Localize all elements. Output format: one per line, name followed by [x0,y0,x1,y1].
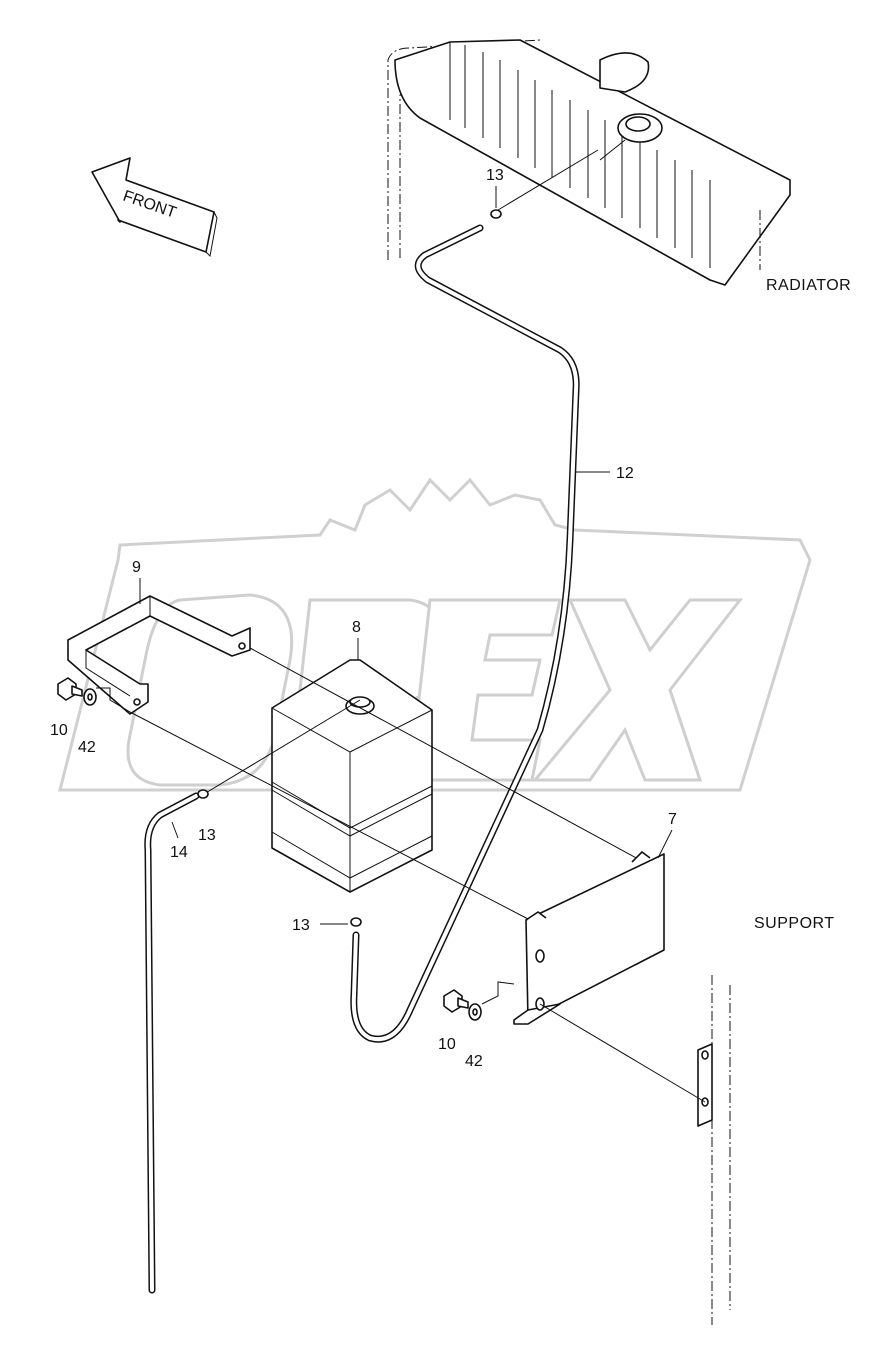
bracket-9 [67,595,251,715]
leader-bolt-left [96,687,131,713]
leader-14 [171,821,179,839]
callout-12: 12 [616,465,634,482]
clamp-13-mid [197,789,209,799]
hose-12 [350,224,580,1043]
clamp-13-top [490,209,502,219]
leader-bracket-support [129,711,531,921]
washer-42-left [83,688,97,706]
callout-8: 8 [352,619,361,636]
callout-7: 7 [668,811,677,828]
callout-42-right: 42 [465,1053,483,1070]
front-direction-arrow: FRONT [91,157,218,258]
bolt-10-left [57,677,83,701]
callout-10-right: 10 [438,1036,456,1053]
tank-8 [271,659,433,893]
support-frame [539,975,731,1325]
callout-10-left: 10 [50,722,68,739]
plate-7 [513,851,665,1025]
clamp-13-low [350,917,362,927]
washer-42-right [468,1003,482,1021]
radiator-label: RADIATOR [766,277,851,294]
leader-7 [657,829,673,859]
callout-14: 14 [170,844,188,861]
callout-13-top: 13 [486,167,504,184]
leader-line-radiator [497,149,599,211]
leader-bolt-right [481,981,515,1005]
bolt-10-right [443,989,469,1013]
callout-13-mid: 13 [198,827,216,844]
opex-watermark [58,477,812,792]
callout-13-low: 13 [292,917,310,934]
hose-14 [144,792,200,1294]
leader-bracket-support-2 [249,647,641,861]
callout-9: 9 [132,559,141,576]
leader-tank-clamp [203,699,361,795]
support-label: SUPPORT [754,915,835,932]
radiator [387,39,791,286]
callout-42-left: 42 [78,739,96,756]
